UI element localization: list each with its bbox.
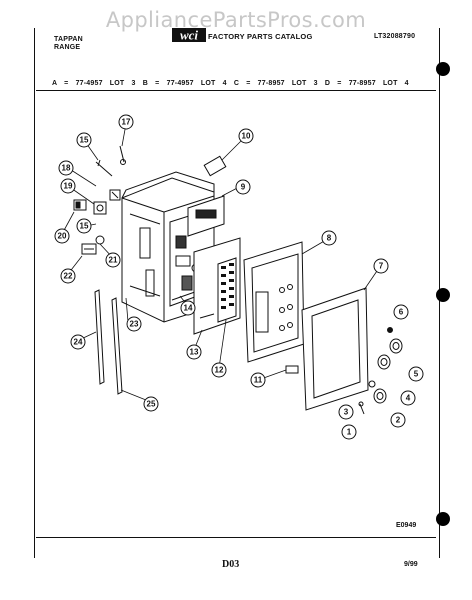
callout-20: 20 [54, 228, 70, 244]
spring-3 [368, 380, 376, 388]
svg-text:5: 5 [414, 370, 419, 379]
callout-6: 6 [393, 304, 409, 320]
callout-22: 22 [60, 268, 76, 284]
svg-text:15: 15 [80, 136, 89, 145]
svg-text:13: 13 [190, 348, 199, 357]
svg-text:19: 19 [64, 182, 73, 191]
callout-7: 7 [373, 258, 389, 274]
callout-13: 13 [186, 344, 202, 360]
svg-text:17: 17 [122, 118, 131, 127]
side-trim-strip-left [94, 289, 105, 385]
svg-text:11: 11 [254, 376, 263, 385]
callout-9: 9 [235, 179, 251, 195]
screw-1 [358, 401, 365, 415]
callout-4: 4 [400, 390, 416, 406]
knob-5 [389, 338, 403, 354]
callout-8: 8 [321, 230, 337, 246]
screw-17 [119, 145, 126, 165]
svg-text:1: 1 [347, 428, 352, 437]
relay [93, 201, 107, 215]
callout-21: 21 [105, 252, 121, 268]
svg-text:14: 14 [184, 304, 193, 313]
brand-block: TAPPAN RANGE [54, 36, 83, 52]
knob-2 [373, 388, 387, 404]
callout-2: 2 [390, 412, 406, 428]
callout-19: 19 [60, 178, 76, 194]
door-switch-11 [285, 365, 299, 374]
page-code: D03 [222, 559, 240, 570]
svg-text:22: 22 [64, 272, 73, 281]
binder-hole-middle [436, 288, 450, 302]
document-number: LT32088790 [374, 33, 416, 40]
screw-15 [95, 159, 113, 177]
svg-text:3: 3 [344, 408, 349, 417]
callout-11: 11 [250, 372, 266, 388]
callout-5: 5 [408, 366, 424, 382]
catalog-title: FACTORY PARTS CATALOG [208, 32, 313, 41]
callout-24: 24 [70, 334, 86, 350]
knob-4 [377, 354, 391, 370]
svg-text:6: 6 [399, 308, 404, 317]
callout-10: 10 [238, 128, 254, 144]
svg-text:18: 18 [62, 164, 71, 173]
header-rule [36, 90, 436, 92]
bracket [109, 189, 121, 201]
callout-14: 14 [180, 300, 196, 316]
callout-15-lower: 15 [76, 218, 92, 234]
callout-15-top: 15 [76, 132, 92, 148]
svg-text:23: 23 [130, 320, 139, 329]
svg-text:12: 12 [215, 366, 224, 375]
svg-text:21: 21 [109, 256, 118, 265]
switch-10 [203, 155, 227, 177]
callout-18: 18 [58, 160, 74, 176]
callout-12: 12 [211, 362, 227, 378]
display-module [187, 195, 225, 237]
trim-frame [301, 287, 369, 411]
svg-text:15: 15 [80, 222, 89, 231]
keypad-overlay [193, 237, 241, 335]
svg-text:10: 10 [242, 132, 251, 141]
binder-hole-bottom [436, 512, 450, 526]
watermark: AppliancePartsPros.com [105, 8, 367, 32]
side-trim-strip-right [111, 297, 123, 395]
svg-text:2: 2 [396, 416, 401, 425]
svg-text:4: 4 [406, 394, 411, 403]
callout-1: 1 [341, 424, 357, 440]
callout-17: 17 [118, 114, 134, 130]
control-panel-front [243, 241, 305, 363]
footer-date: 9/99 [404, 561, 418, 568]
connector [81, 243, 97, 255]
callout-3: 3 [338, 404, 354, 420]
callout-25: 25 [143, 396, 159, 412]
switch-21 [95, 235, 105, 245]
svg-text:9: 9 [241, 183, 246, 192]
svg-text:20: 20 [58, 232, 67, 241]
wci-logo: wci [172, 27, 206, 48]
svg-text:24: 24 [74, 338, 83, 347]
reference-code: E0949 [396, 522, 417, 529]
brand-line-2: RANGE [54, 44, 81, 51]
terminal-block [73, 199, 87, 211]
svg-text:25: 25 [147, 400, 156, 409]
callout-23: 23 [126, 316, 142, 332]
svg-text:7: 7 [379, 262, 384, 271]
binder-hole-top [436, 62, 450, 76]
logo-text: wci [180, 28, 198, 43]
model-variants: A = 77-4957 LOT 3 B = 77-4957 LOT 4 C = … [52, 80, 409, 87]
clip-6 [387, 327, 393, 333]
footer-rule [36, 537, 436, 539]
svg-text:8: 8 [327, 234, 332, 243]
brand-line-1: TAPPAN [54, 36, 83, 43]
